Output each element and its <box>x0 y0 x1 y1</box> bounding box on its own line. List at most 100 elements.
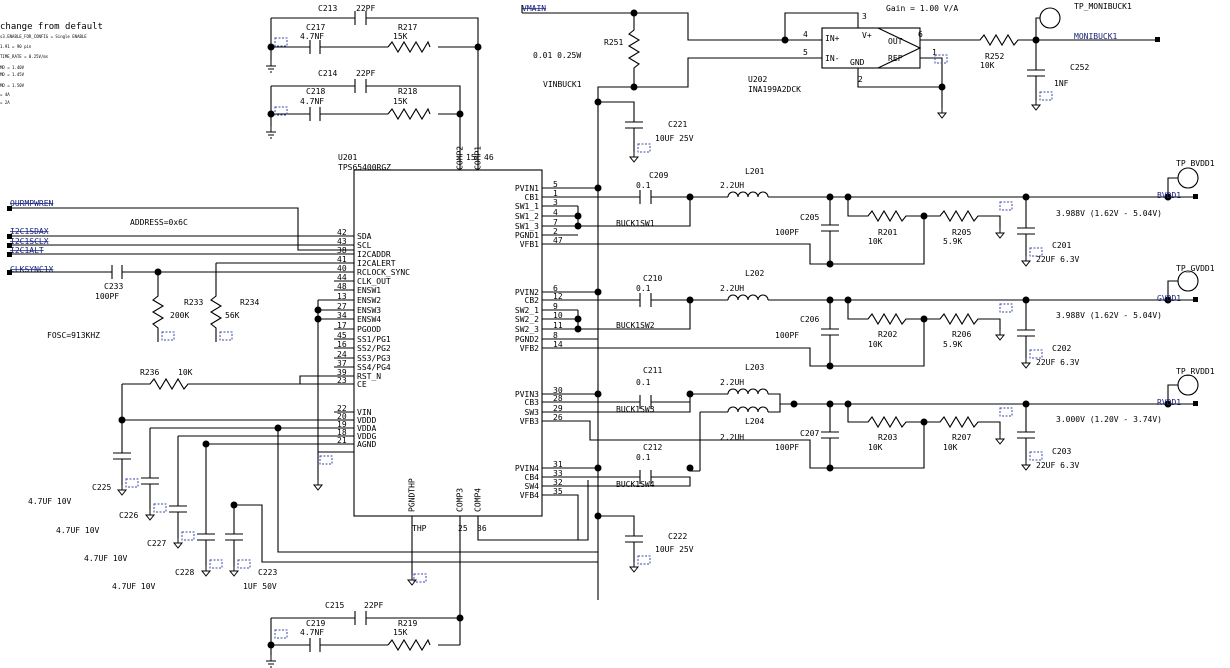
pin-name: VFB1 <box>520 240 539 249</box>
pin-name: AGND <box>357 440 376 449</box>
header-note: MD = 1.45V <box>0 72 25 77</box>
pin-name: COMP4 <box>474 488 483 512</box>
R207-ref: R207 <box>952 433 971 442</box>
pin-num: 33 <box>553 469 563 478</box>
pin-num: 44 <box>337 273 347 282</box>
u201-ic: U201 TPS65400RGZ 15 46 COMP2 COMP1 PGNDT… <box>334 146 563 533</box>
C227-ref: C227 <box>147 539 166 548</box>
R217-ref: R217 <box>398 23 417 32</box>
pin-name: PVIN2 <box>515 288 539 297</box>
R252-ref: R252 <box>985 52 1004 61</box>
C223-ref: C223 <box>258 568 277 577</box>
pin-name: SS2/PG2 <box>357 344 391 353</box>
pin-name: IN+ <box>825 34 840 43</box>
u201-part: TPS65400RGZ <box>338 163 391 172</box>
pin-num: 10 <box>553 311 563 320</box>
pin-num: 40 <box>337 264 347 273</box>
pin-name: RST_N <box>357 372 381 381</box>
pin-num: 32 <box>553 478 563 487</box>
u202-ref: U202 <box>748 75 767 84</box>
pin-num: 43 <box>337 237 347 246</box>
pin-name: I2CADDR <box>357 250 391 259</box>
pin-num: 19 <box>337 420 347 429</box>
pin-num: 6 <box>553 284 558 293</box>
fosc-note: FOSC=913KHZ <box>47 331 100 340</box>
pin-name: SS4/PG4 <box>357 363 391 372</box>
R201-value: 10K <box>868 237 883 246</box>
C226-value: 4.7UF 10V <box>56 526 100 535</box>
left-signals: OURMPWREN ADDRESS=0x6C I2C1SDAX I2C1SCLX… <box>7 199 598 645</box>
pin-name: PVIN4 <box>515 464 539 473</box>
pin-num: 22 <box>337 404 347 413</box>
c222-cap: C222 10UF 25V <box>594 512 694 573</box>
pin-num: 1 <box>932 48 937 57</box>
R217-value: 15K <box>393 32 408 41</box>
comp2-network: C214 22PF C218 4.7NF R218 15K <box>265 69 464 150</box>
C206-ref: C206 <box>800 315 819 324</box>
C201-ref: C201 <box>1052 241 1071 250</box>
C202-ref: C202 <box>1052 344 1071 353</box>
pin-num: 28 <box>553 394 563 403</box>
pin-name: SW2_2 <box>515 315 539 324</box>
pin-num: 25 <box>458 524 468 533</box>
C217-value: 4.7NF <box>300 32 324 41</box>
C214-ref: C214 <box>318 69 337 78</box>
pin-num: 46 <box>484 153 494 162</box>
pin-num: 23 <box>337 376 347 385</box>
pin-num: 8 <box>553 331 558 340</box>
R233-value: 200K <box>170 311 189 320</box>
net-label: OURMPWREN <box>10 199 54 208</box>
pin-name: ENSW4 <box>357 315 381 324</box>
pin-num: 24 <box>337 350 347 359</box>
C203-ref: C203 <box>1052 447 1071 456</box>
pin-num: 30 <box>553 386 563 395</box>
rail-note-bvdd: 3.988V (1.62V - 5.04V) <box>1056 209 1162 218</box>
gvdd-net: GVDD1 <box>1157 294 1181 303</box>
L202-ref: L202 <box>745 269 764 278</box>
R205-ref: R205 <box>952 228 971 237</box>
pin-num: 37 <box>337 359 347 368</box>
R233-ref: R233 <box>184 298 203 307</box>
C207-value: 100PF <box>775 443 799 452</box>
C228-ref: C228 <box>175 568 194 577</box>
C206-value: 100PF <box>775 331 799 340</box>
pin-name: SW3 <box>525 408 540 417</box>
monibuck-net: MONIBUCK1 <box>1074 32 1118 41</box>
C210-value: 0.1 <box>636 284 651 293</box>
pin-name: VIN <box>357 408 372 417</box>
C228-value: 4.7UF 10V <box>112 582 156 591</box>
C205-ref: C205 <box>800 213 819 222</box>
pin-num: 27 <box>337 302 347 311</box>
C218-ref: C218 <box>306 87 325 96</box>
pin-num: 11 <box>553 321 563 330</box>
net-label: CLKSYNC1X <box>10 265 54 274</box>
gain-note: Gain = 1.00 V/A <box>886 4 958 13</box>
comp3-network: C215 22PF C219 4.7NF R219 15K <box>265 601 464 668</box>
R219-ref: R219 <box>398 619 417 628</box>
C213-ref: C213 <box>318 4 337 13</box>
C202-value: 22UF 6.3V <box>1036 358 1080 367</box>
pin-num: 41 <box>337 255 347 264</box>
pin-name: SW1_1 <box>515 202 539 211</box>
u202-part: INA199A2DCK <box>748 85 801 94</box>
R203-ref: R203 <box>878 433 897 442</box>
C211-value: 0.1 <box>636 378 651 387</box>
pin-num: 7 <box>553 218 558 227</box>
C225-ref: C225 <box>92 483 111 492</box>
tp-rvdd: TP_RVDD1 <box>1176 367 1215 376</box>
pin-name: PGNDTHP <box>408 478 417 512</box>
R203-value: 10K <box>868 443 883 452</box>
pin-num: 3 <box>553 198 558 207</box>
C214-value: 22PF <box>356 69 375 78</box>
C217-ref: C217 <box>306 23 325 32</box>
pin-name: VDDG <box>357 432 376 441</box>
net-label: BUCK1SW3 <box>616 405 655 414</box>
C222-ref: C222 <box>668 532 687 541</box>
pin-num: 14 <box>553 340 563 349</box>
C209-ref: C209 <box>649 171 668 180</box>
R236-value: 10K <box>178 368 193 377</box>
L201-value: 2.2UH <box>720 181 744 190</box>
pin-name: ENSW2 <box>357 296 381 305</box>
net-label: I2C1SDAX <box>10 227 49 236</box>
pin-num: 15 <box>466 153 476 162</box>
